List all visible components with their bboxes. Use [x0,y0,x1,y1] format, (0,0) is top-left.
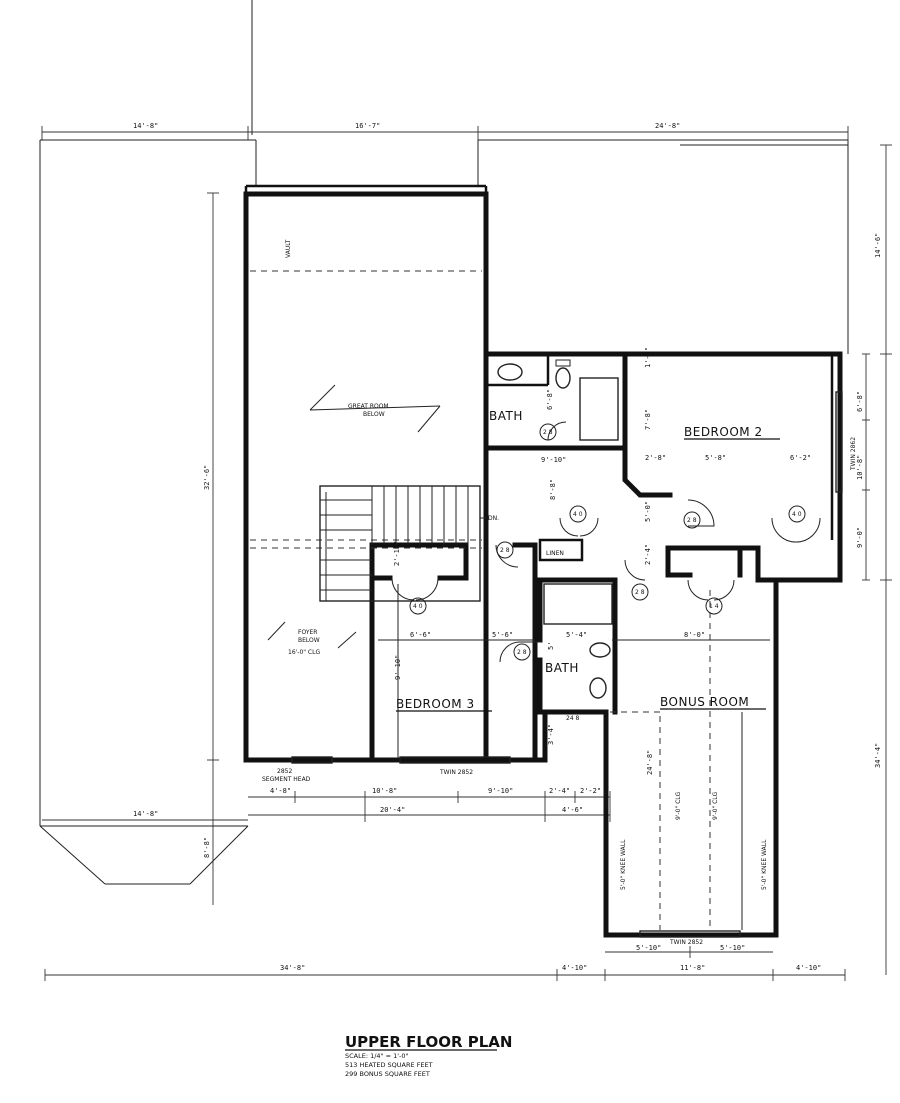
plan-heated: 513 HEATED SQUARE FEET [345,1061,433,1069]
label-twin-bonus: TWIN 2852 [669,939,703,946]
door-tag: 2 8 [517,649,527,656]
label-knee-right: 5'-0" KNEE WALL [761,839,768,890]
label-knee-left: 5'-0" KNEE WALL [620,839,627,890]
door-tags: 2 8 4 0 2 8 4 0 2 8 4 0 2 8 2 8 1 4 24 8 [409,423,806,722]
door-tag: 2 8 [687,517,697,524]
dim-row1-d: 2'-4" [549,787,570,795]
dimension-labels: 14'-8" 16'-7" 24'-8" 14'-6" 6'-8" 10'-8"… [133,122,882,972]
dim-bath2-h: 3'-4" [547,724,555,745]
dim-row2-b: 4'-6" [562,806,583,814]
dim-left-lower: 14'-8" [133,810,158,818]
label-great-room: GREAT ROOM [348,403,389,410]
dim-bottom-c: 11'-8" [680,964,705,972]
dim-bed3-v: 9'-10" [394,655,402,680]
label-clg-b: 9'-0" CLG [712,791,719,820]
dim-bath2-a: 5'-4" [566,631,587,639]
dim-row1-e: 2'-2" [580,787,601,795]
dim-row1-a: 4'-8" [270,787,291,795]
dim-row2-a: 20'-4" [380,806,405,814]
dim-bed3-a: 6'-6" [410,631,431,639]
title-block: UPPER FLOOR PLAN SCALE: 1/4" = 1'-0" 513… [345,1033,512,1078]
dim-row1-c: 9'-10" [488,787,513,795]
label-foyer-clg: 16'-0" CLG [288,649,320,656]
dim-bottom-b: 4'-10" [562,964,587,972]
dim-top-right: 24'-8" [655,122,680,130]
label-vault: VAULT [285,239,292,258]
dim-right-b: 10'-8" [856,455,864,480]
dim-bed2-c: 6'-2" [790,454,811,462]
dim-bonus-a: 5'-10" [636,944,661,952]
label-great-room-2: BELOW [363,411,385,418]
label-foyer-2: BELOW [298,637,320,644]
room-labels: VAULT GREAT ROOM BELOW FOYER BELOW 16'-0… [262,239,857,946]
dim-bonus-w: 8'-0" [684,631,705,639]
dim-top-mid: 16'-7" [355,122,380,130]
label-clg-a: 9'-0" CLG [675,791,682,820]
label-foyer: FOYER [298,629,317,636]
door-tag: 2 8 [635,589,645,596]
dim-bath-v: 6'-8" [546,389,554,410]
door-tag: 1 4 [709,603,719,610]
dim-row1-b: 10'-8" [372,787,397,795]
label-bath2: BATH [545,661,579,675]
dim-right-top: 14'-6" [874,233,882,258]
dim-bonus-b: 5'-10" [720,944,745,952]
dim-hall-c: 5'-0" [644,501,652,522]
dim-right-c: 9'-0" [856,527,864,548]
dim-bottom-d: 4'-10" [796,964,821,972]
dimension-lines [39,0,892,981]
label-linen: LINEN [546,550,564,557]
dim-top-small: 1'-4" [644,347,652,368]
dim-left-height: 32'-6" [203,465,211,490]
label-twin-b3: TWIN 2852 [439,769,473,776]
door-tag: 4 0 [413,603,423,610]
dim-bed2-b: 5'-8" [705,454,726,462]
plan-scale: SCALE: 1/4" = 1'-0" [345,1052,409,1060]
dim-hall-d: 2'-4" [644,544,652,565]
door-tag: 2 8 [543,429,553,436]
label-bedroom3: BEDROOM 3 [396,697,475,711]
plan-title: UPPER FLOOR PLAN [345,1033,512,1051]
label-bedroom2: BEDROOM 2 [684,425,763,439]
door-tag: 2 8 [500,547,510,554]
interior-details [250,270,843,938]
label-bath1: BATH [489,409,523,423]
dim-right-a: 6'-8" [856,391,864,412]
door-tag: 4 0 [792,511,802,518]
door-tag: 24 8 [566,715,580,722]
dim-left-short: 8'-8" [203,837,211,858]
plan-bonus: 299 BONUS SQUARE FEET [345,1070,430,1078]
dim-bonus-h: 24'-8" [646,750,654,775]
dim-closet3: 2'-10" [393,541,401,566]
dim-right-bottom: 34'-4" [874,743,882,768]
dim-hall-b: 8'-8" [549,479,557,500]
label-seg-a: 2852 [277,768,292,775]
door-tag: 4 0 [573,511,583,518]
dim-bottom-a: 34'-8" [280,964,305,972]
dim-bed2-a: 2'-8" [645,454,666,462]
dim-top-left: 14'-8" [133,122,158,130]
label-bonus: BONUS ROOM [660,695,749,709]
dim-bath2-v: 5' [547,642,555,650]
label-seg-b: SEGMENT HEAD [262,776,311,783]
label-twin-right: TWIN 2862 [850,437,857,471]
label-dn: DN. [488,515,499,522]
dim-bed2-h: 7'-8" [644,409,652,430]
dim-bed3-b: 5'-6" [492,631,513,639]
dim-hall-a: 9'-10" [541,456,566,464]
